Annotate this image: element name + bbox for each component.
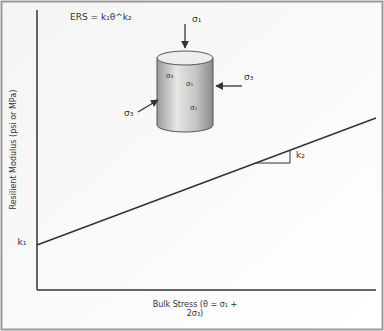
specimen-cylinder <box>157 51 213 132</box>
intercept-label: k₁ <box>18 237 27 247</box>
x-axis <box>37 289 376 291</box>
y-axis <box>36 10 38 290</box>
formula: ERS = k₁θ^k₂ <box>70 12 132 22</box>
stress-symbol: σ₁ <box>186 80 193 88</box>
slope-label: k₂ <box>296 150 305 160</box>
stress-symbol: σ₁ <box>192 14 201 24</box>
axis-title: Bulk Stress (θ = σ₁ + 2σ₃) <box>150 300 240 318</box>
stress-symbol: σ₃ <box>166 72 173 80</box>
stress-arrow <box>216 85 242 86</box>
slope-triangle <box>255 150 290 163</box>
stress-symbol: σ₃ <box>124 108 133 118</box>
stress-arrow <box>184 24 185 48</box>
stress-arrow <box>138 100 158 112</box>
trend-line <box>37 118 376 245</box>
stress-symbol: σ₁ <box>190 104 197 112</box>
axis-title: Resilient Modulus (psi or MPa) <box>9 90 18 210</box>
stress-symbol: σ₃ <box>244 72 253 82</box>
